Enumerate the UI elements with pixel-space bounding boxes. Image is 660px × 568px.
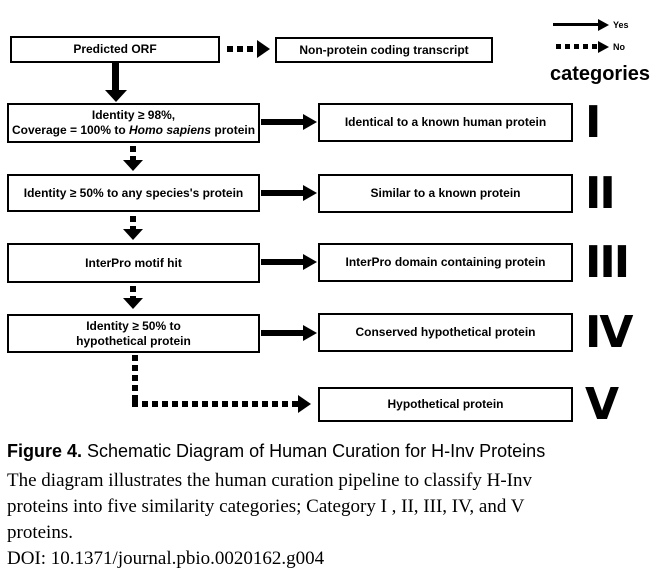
result-2-label: Similar to a known protein	[370, 186, 521, 200]
figure-caption-title: Figure 4. Schematic Diagram of Human Cur…	[7, 441, 545, 462]
condition-box-1: Identity ≥ 98%, Coverage = 100% to Homo …	[7, 103, 260, 143]
result-box-3: InterPro domain containing protein	[318, 243, 573, 282]
category-label-4: IV	[585, 307, 633, 358]
legend-yes-arrowhead-icon	[598, 19, 609, 31]
condition-1-line2: Coverage = 100% to Homo sapiens protein	[11, 123, 256, 137]
caption-line-2: proteins into five similarity categories…	[7, 496, 525, 517]
legend-yes-arrow-icon	[553, 23, 598, 26]
condition-1-line1: Identity ≥ 98%,	[91, 108, 176, 122]
category-label-2: II	[585, 168, 616, 219]
no-arrow-3-4	[130, 286, 136, 298]
condition-3-label: InterPro motif hit	[85, 255, 182, 270]
solid-down-arrow-shaft	[112, 63, 119, 91]
condition-2-label: Identity ≥ 50% to any species's protein	[23, 185, 244, 200]
no-arrow-4-5-horizontal	[132, 401, 298, 407]
categories-heading: categories	[549, 63, 651, 85]
result-box-4: Conserved hypothetical protein	[318, 313, 573, 352]
yes-arrowhead-row4	[303, 325, 317, 341]
category-label-3: III	[585, 237, 630, 288]
result-box-1: Identical to a known human protein	[318, 103, 573, 142]
no-arrowhead-4-5	[298, 395, 311, 413]
doi-text: DOI: 10.1371/journal.pbio.0020162.g004	[7, 548, 325, 568]
non-protein-coding-label: Non-protein coding transcript	[299, 42, 469, 57]
yes-arrowhead-row2	[303, 185, 317, 201]
non-protein-coding-box: Non-protein coding transcript	[275, 37, 493, 63]
no-arrowhead-2-3	[123, 229, 143, 240]
no-arrow-1-2	[130, 146, 136, 160]
result-3-label: InterPro domain containing protein	[345, 255, 546, 269]
predicted-orf-label: Predicted ORF	[73, 42, 157, 56]
yes-arrow-row1	[261, 119, 303, 125]
condition-4-line1: Identity ≥ 50% to	[86, 318, 181, 333]
predicted-orf-box: Predicted ORF	[10, 36, 220, 63]
yes-arrow-row3	[261, 259, 303, 265]
result-4-label: Conserved hypothetical protein	[355, 325, 536, 339]
figure-title: Schematic Diagram of Human Curation for …	[82, 441, 546, 461]
category-label-1: I	[585, 97, 601, 148]
result-1-label: Identical to a known human protein	[344, 115, 547, 129]
condition-box-4: Identity ≥ 50% to hypothetical protein	[7, 314, 260, 353]
yes-arrowhead-row3	[303, 254, 317, 270]
condition-box-3: InterPro motif hit	[7, 243, 260, 283]
dotted-arrow-to-nonprotein	[227, 46, 257, 52]
yes-arrow-row2	[261, 190, 303, 196]
no-arrowhead-3-4	[123, 298, 143, 309]
category-label-5: V	[585, 379, 619, 430]
condition-box-2: Identity ≥ 50% to any species's protein	[7, 174, 260, 212]
yes-arrow-row4	[261, 330, 303, 336]
dotted-arrowhead-to-nonprotein	[257, 40, 270, 58]
no-arrow-4-5-vertical	[132, 355, 138, 407]
legend-yes-label: Yes	[613, 20, 629, 30]
caption-line-3: proteins.	[7, 522, 73, 543]
figure-label: Figure 4.	[7, 441, 83, 461]
solid-down-arrowhead	[105, 90, 127, 102]
result-box-5: Hypothetical protein	[318, 387, 573, 422]
legend-no-arrow-icon	[556, 44, 598, 49]
caption-line-1: The diagram illustrates the human curati…	[7, 470, 532, 491]
yes-arrowhead-row1	[303, 114, 317, 130]
legend-no-arrowhead-icon	[598, 41, 609, 53]
figure-caption-body: The diagram illustrates the human curati…	[7, 468, 657, 568]
no-arrowhead-1-2	[123, 160, 143, 171]
legend-no-label: No	[613, 42, 625, 52]
condition-4-line2: hypothetical protein	[76, 333, 191, 348]
result-5-label: Hypothetical protein	[387, 397, 504, 411]
no-arrow-2-3	[130, 216, 136, 229]
result-box-2: Similar to a known protein	[318, 174, 573, 213]
